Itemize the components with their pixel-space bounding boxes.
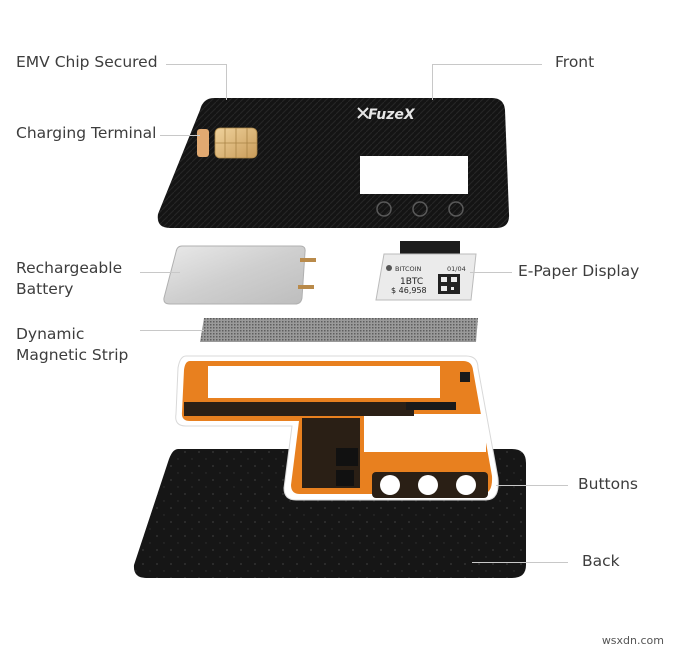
label-magstrip: Dynamic Magnetic Strip bbox=[16, 324, 128, 366]
leader-battery bbox=[140, 272, 180, 273]
leader-front-h bbox=[432, 64, 542, 65]
epaper-coin: BITCOIN bbox=[395, 265, 422, 273]
front-button-1-icon bbox=[376, 201, 392, 217]
charging-terminal-icon bbox=[197, 129, 209, 157]
front-card: FuzeX bbox=[157, 98, 510, 228]
label-epaper-text: E-Paper Display bbox=[518, 262, 640, 280]
button-contact-2 bbox=[418, 475, 438, 495]
emv-chip-icon bbox=[214, 127, 258, 159]
label-magstrip-line1: Dynamic bbox=[16, 325, 85, 343]
epaper-module: BITCOIN 01/04 1BTC $ 46,958 bbox=[375, 241, 477, 301]
front-button-3-icon bbox=[448, 201, 464, 217]
brand-mark-icon bbox=[357, 107, 369, 119]
pcb-white-pad-top bbox=[208, 366, 440, 398]
label-back-text: Back bbox=[582, 552, 620, 570]
button-contact-1 bbox=[380, 475, 400, 495]
leader-front-v bbox=[432, 64, 433, 100]
leader-charging bbox=[160, 135, 200, 136]
battery bbox=[163, 245, 316, 305]
label-emv-chip-text: EMV Chip Secured bbox=[16, 53, 158, 71]
front-button-2-icon bbox=[412, 201, 428, 217]
button-contact-3 bbox=[456, 475, 476, 495]
front-display-window bbox=[360, 156, 468, 194]
magnetic-strip bbox=[200, 318, 478, 342]
leader-back bbox=[472, 562, 568, 563]
leader-magstrip bbox=[140, 330, 204, 331]
label-charging-terminal-text: Charging Terminal bbox=[16, 124, 157, 142]
label-charging-terminal: Charging Terminal bbox=[16, 123, 156, 144]
label-front: Front bbox=[555, 52, 594, 73]
label-buttons-text: Buttons bbox=[578, 475, 638, 493]
leader-buttons bbox=[496, 485, 568, 486]
label-emv-chip: EMV Chip Secured bbox=[16, 52, 158, 73]
qr-code-icon bbox=[438, 274, 460, 294]
label-battery: Rechargeable Battery bbox=[16, 258, 122, 300]
pcb-white-pad-right bbox=[364, 414, 486, 452]
label-magstrip-line2: Magnetic Strip bbox=[16, 346, 129, 364]
label-epaper: E-Paper Display bbox=[518, 261, 639, 282]
epaper-amount: 1BTC bbox=[400, 277, 423, 287]
label-buttons: Buttons bbox=[578, 474, 638, 495]
label-battery-line1: Rechargeable bbox=[16, 259, 123, 277]
epaper-price: $ 46,958 bbox=[391, 286, 427, 295]
leader-epaper bbox=[470, 272, 512, 273]
label-back: Back bbox=[582, 551, 620, 572]
pcb-board bbox=[175, 355, 499, 501]
label-front-text: Front bbox=[555, 53, 595, 71]
watermark: wsxdn.com bbox=[601, 634, 664, 647]
epaper-date: 01/04 bbox=[447, 265, 466, 273]
brand-logo: FuzeX bbox=[368, 107, 416, 123]
leader-emv-v bbox=[226, 64, 227, 100]
leader-emv-h bbox=[166, 64, 226, 65]
label-battery-line2: Battery bbox=[16, 280, 74, 298]
